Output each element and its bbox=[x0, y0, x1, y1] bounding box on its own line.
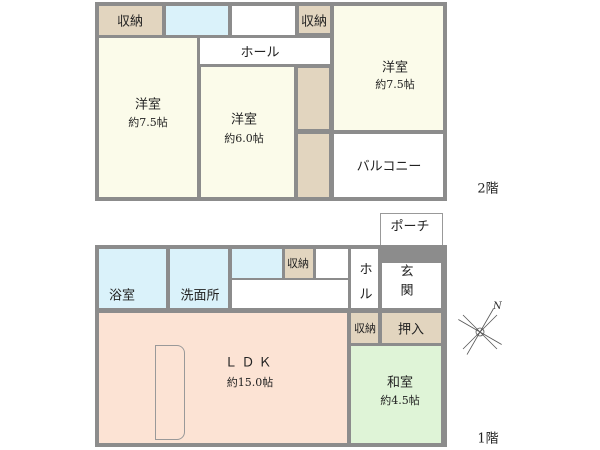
storage-1f bbox=[351, 313, 378, 343]
room-label: 押入 bbox=[397, 322, 425, 338]
washroom bbox=[170, 249, 228, 308]
room-label: ル bbox=[359, 287, 373, 303]
oshiire bbox=[382, 313, 441, 343]
room-label: 収納 bbox=[287, 257, 309, 270]
toilet-1f bbox=[232, 249, 282, 278]
room-label: 洋室 bbox=[134, 97, 162, 113]
room-label: ホール bbox=[240, 45, 280, 61]
room-size: 約6.0帖 bbox=[224, 132, 264, 145]
hall-1f-corridor bbox=[232, 280, 348, 308]
western-room-middle bbox=[201, 67, 294, 197]
hall-2f bbox=[200, 38, 330, 64]
room-label: 洋室 bbox=[230, 112, 258, 128]
room-label: バルコニー bbox=[356, 159, 422, 175]
room-size: 約4.5帖 bbox=[380, 394, 420, 407]
floor-label: 2階 bbox=[477, 181, 499, 197]
western-room-left bbox=[99, 38, 197, 197]
balcony bbox=[334, 134, 443, 197]
room-label: 収納 bbox=[300, 14, 328, 30]
storage-1f-under-stairs bbox=[285, 249, 313, 278]
storage-2f-right bbox=[299, 6, 330, 33]
room-size: 約15.0帖 bbox=[226, 376, 274, 389]
room-label: 洋室 bbox=[381, 60, 409, 76]
stairs-2f bbox=[232, 6, 295, 35]
western-room-right bbox=[334, 6, 443, 130]
floor-label: 1階 bbox=[477, 431, 499, 447]
room-label: ホ bbox=[359, 262, 373, 278]
ldk bbox=[99, 313, 347, 443]
room-label: 洗面所 bbox=[180, 288, 220, 304]
room-label: 収納 bbox=[116, 14, 144, 30]
storage-2f-left bbox=[99, 6, 162, 35]
japanese-room bbox=[351, 346, 441, 443]
room-size: 約7.5帖 bbox=[375, 78, 415, 91]
room-label: 収納 bbox=[354, 322, 376, 335]
closet-2f-b bbox=[298, 134, 329, 197]
bathroom bbox=[99, 249, 166, 308]
room-label: 浴室 bbox=[108, 288, 136, 304]
room-label: 玄 bbox=[400, 264, 414, 280]
hall-1f bbox=[351, 249, 378, 308]
kitchen-counter bbox=[155, 345, 185, 440]
closet-2f-a bbox=[298, 68, 329, 129]
room-label: ポーチ bbox=[390, 219, 430, 235]
room-label: 和室 bbox=[386, 375, 414, 391]
room-label: ＬＤＫ bbox=[224, 355, 276, 371]
entrance bbox=[382, 263, 441, 308]
toilet-2f bbox=[166, 6, 228, 35]
compass-rose-icon: N bbox=[458, 301, 503, 355]
compass-north-label: N bbox=[492, 301, 503, 312]
room-label: 関 bbox=[400, 283, 414, 299]
room-size: 約7.5帖 bbox=[128, 116, 168, 129]
stairs-1f bbox=[316, 249, 348, 278]
